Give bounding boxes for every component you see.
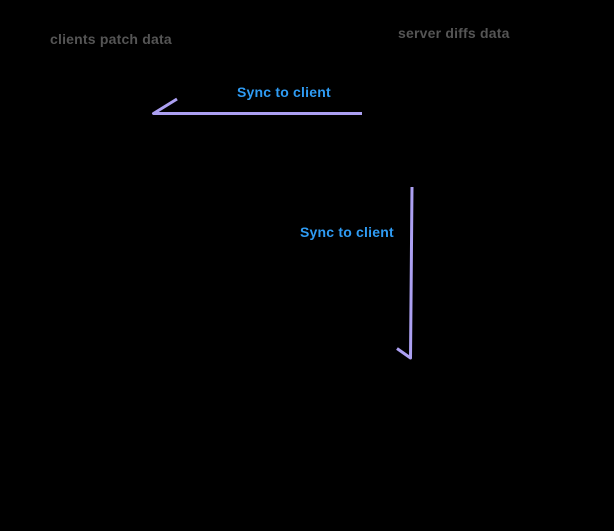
sync-to-client-label-vertical: Sync to client	[300, 224, 394, 240]
sync-to-client-left-arrow	[152, 97, 362, 115]
sync-to-client-down-arrow	[396, 186, 414, 360]
clients-patch-data-label: clients patch data	[50, 31, 172, 47]
server-diffs-data-label: server diffs data	[398, 25, 510, 41]
sync-to-client-label-horizontal: Sync to client	[237, 84, 331, 100]
